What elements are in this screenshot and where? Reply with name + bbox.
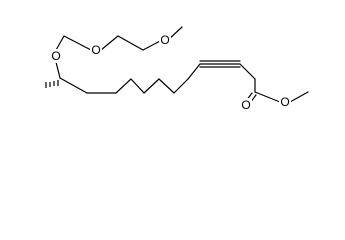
atom-o-carbonyl: O xyxy=(241,98,250,112)
atom-o-ether-chiral: O xyxy=(51,49,60,63)
bond-o-ester-to-methyl xyxy=(289,91,309,103)
bond-alkyne-to-ch2 xyxy=(239,63,256,80)
bond-ch2-to-o-acetal xyxy=(63,35,92,51)
hashed-wedge-methyl xyxy=(45,80,59,88)
bond-chain-1 xyxy=(59,77,88,94)
bond-chain-5 xyxy=(143,78,160,94)
bond-chain-3 xyxy=(115,78,132,94)
bond-o-acetal-to-ch2 xyxy=(100,35,119,51)
bond-carbonyl-to-o-ester xyxy=(254,91,281,103)
bond-chain-4 xyxy=(130,78,145,94)
bond-o-ether-to-chiral-c xyxy=(55,61,61,79)
bond-chain-8 xyxy=(187,63,201,80)
bond-chain-7 xyxy=(173,78,189,94)
atom-o-ester: O xyxy=(280,95,289,109)
bond-ch2-to-o-methoxy xyxy=(142,39,163,51)
structure-canvas: O O O O O xyxy=(45,26,309,112)
bond-chain-6 xyxy=(158,78,175,94)
atom-o-acetal: O xyxy=(91,43,100,57)
atom-o-methoxy: O xyxy=(160,33,169,47)
bond-ch2-to-o-ether xyxy=(55,35,65,51)
bond-ch2-ch2-ethoxy xyxy=(117,35,144,51)
atom-labels: O O O O O xyxy=(50,33,291,112)
bonds xyxy=(45,26,309,104)
